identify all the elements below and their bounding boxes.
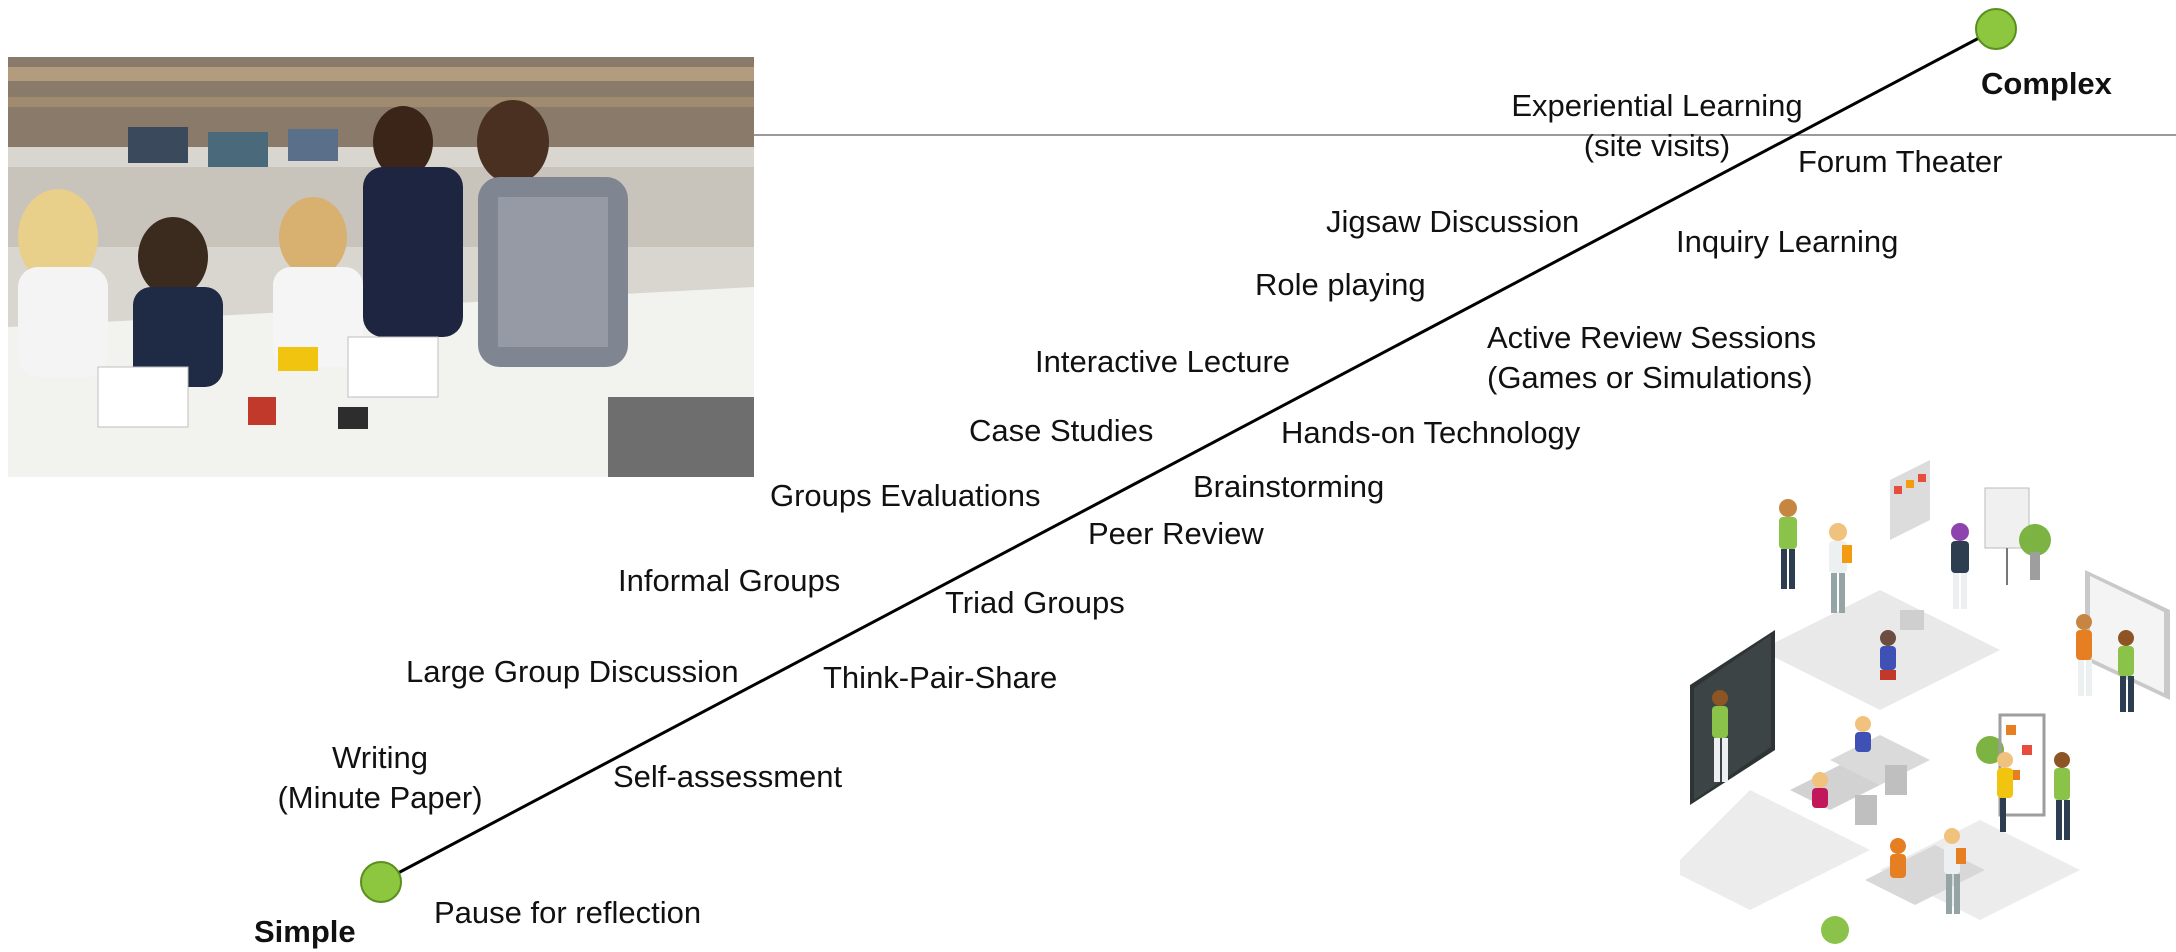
activity-experiential: Experiential Learning (site visits) [1497,86,1817,166]
activity-jigsaw: Jigsaw Discussion [1326,204,1580,239]
simple-endpoint-marker [360,861,402,903]
activity-role-playing: Role playing [1255,267,1426,302]
activity-think-pair-share: Think-Pair-Share [823,660,1058,695]
activity-active-review-line2: (Games or Simulations) [1487,360,1813,395]
activity-experiential-line1: Experiential Learning [1511,88,1803,123]
complex-label: Complex [1981,66,2112,101]
activity-experiential-line2: (site visits) [1583,128,1731,163]
activity-hands-on: Hands-on Technology [1281,415,1581,450]
classroom-photo [8,57,754,477]
activity-pause: Pause for reflection [434,895,702,930]
activity-large-group: Large Group Discussion [406,654,739,689]
simple-label: Simple [254,914,356,949]
activity-inquiry: Inquiry Learning [1676,224,1899,259]
activity-interactive-lecture: Interactive Lecture [1035,344,1291,379]
activity-writing: Writing (Minute Paper) [265,738,495,818]
complex-endpoint-marker [1975,8,2017,50]
activity-writing-line2: (Minute Paper) [277,780,483,815]
activity-active-review: Active Review Sessions (Games or Simulat… [1487,318,1816,398]
activity-informal-groups: Informal Groups [618,563,841,598]
activity-writing-line1: Writing [332,740,428,775]
activity-peer-review: Peer Review [1088,516,1264,551]
activity-case-studies: Case Studies [969,413,1154,448]
activity-self-assessment: Self-assessment [613,759,843,794]
activity-brainstorming: Brainstorming [1193,469,1385,504]
activity-triad-groups: Triad Groups [945,585,1125,620]
activity-forum-theater: Forum Theater [1798,144,2003,179]
activity-groups-evaluations: Groups Evaluations [770,478,1041,513]
activity-active-review-line1: Active Review Sessions [1487,320,1817,355]
learning-space-illustration [1680,460,2170,944]
